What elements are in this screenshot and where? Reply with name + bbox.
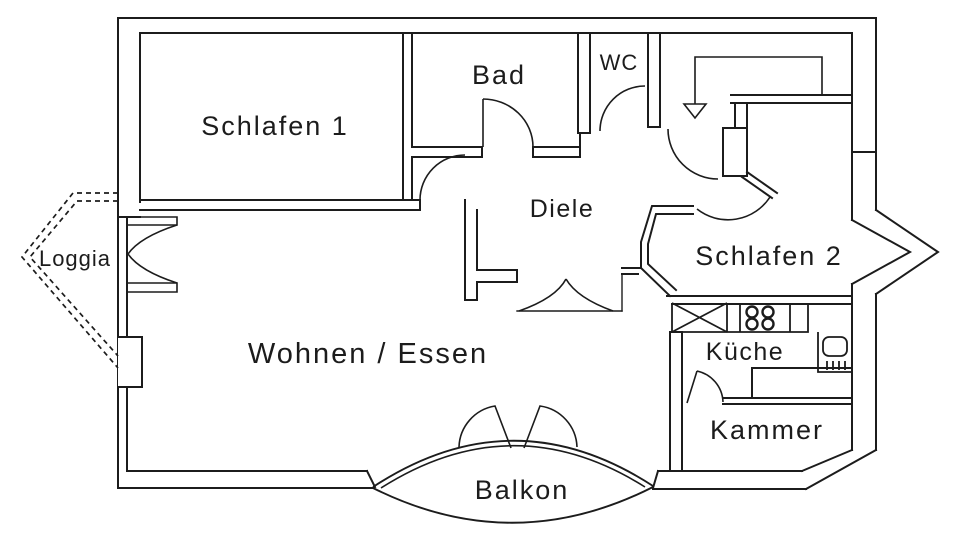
door-swing-arc — [127, 224, 178, 255]
door-swing-arc — [565, 278, 614, 312]
loggia-outline — [20, 192, 119, 369]
label-kammer: Kammer — [710, 415, 824, 445]
label-diele: Diele — [530, 195, 594, 223]
label-wc: WC — [600, 50, 639, 75]
door-swing-arc — [518, 278, 567, 312]
door-swing-arc — [458, 405, 512, 449]
door-swing-arc — [523, 405, 578, 449]
room-labels: Schlafen 1 Bad WC Diele Schlafen 2 Loggi… — [39, 50, 843, 505]
loggia-door-leaf — [127, 282, 178, 293]
kitchen-fixtures — [671, 302, 852, 373]
door-swing-arc — [599, 85, 646, 132]
door-swing-arc — [419, 154, 466, 201]
cabinet-x-icon — [671, 302, 728, 333]
label-wohnen-essen: Wohnen / Essen — [248, 338, 488, 370]
label-balkon: Balkon — [475, 475, 570, 505]
door-swing-arc — [696, 370, 724, 403]
door-swing-arc — [127, 253, 178, 284]
label-kueche: Küche — [706, 338, 784, 366]
balcony-outline — [372, 405, 654, 524]
entry-arrow-icon — [682, 56, 823, 120]
kammer-door-leaf — [686, 370, 698, 404]
loggia-door-leaf — [127, 216, 178, 226]
door-swing-arc — [667, 128, 719, 180]
stove-icon — [745, 305, 775, 331]
sink-icon — [817, 332, 852, 373]
label-schlafen-1: Schlafen 1 — [201, 111, 349, 141]
door-swing-arc — [482, 98, 534, 148]
label-bad: Bad — [472, 60, 526, 90]
walls — [117, 17, 940, 491]
label-loggia: Loggia — [39, 246, 111, 271]
door-swing-arc — [696, 196, 771, 221]
door-swings — [127, 85, 771, 404]
label-schlafen-2: Schlafen 2 — [695, 241, 843, 271]
